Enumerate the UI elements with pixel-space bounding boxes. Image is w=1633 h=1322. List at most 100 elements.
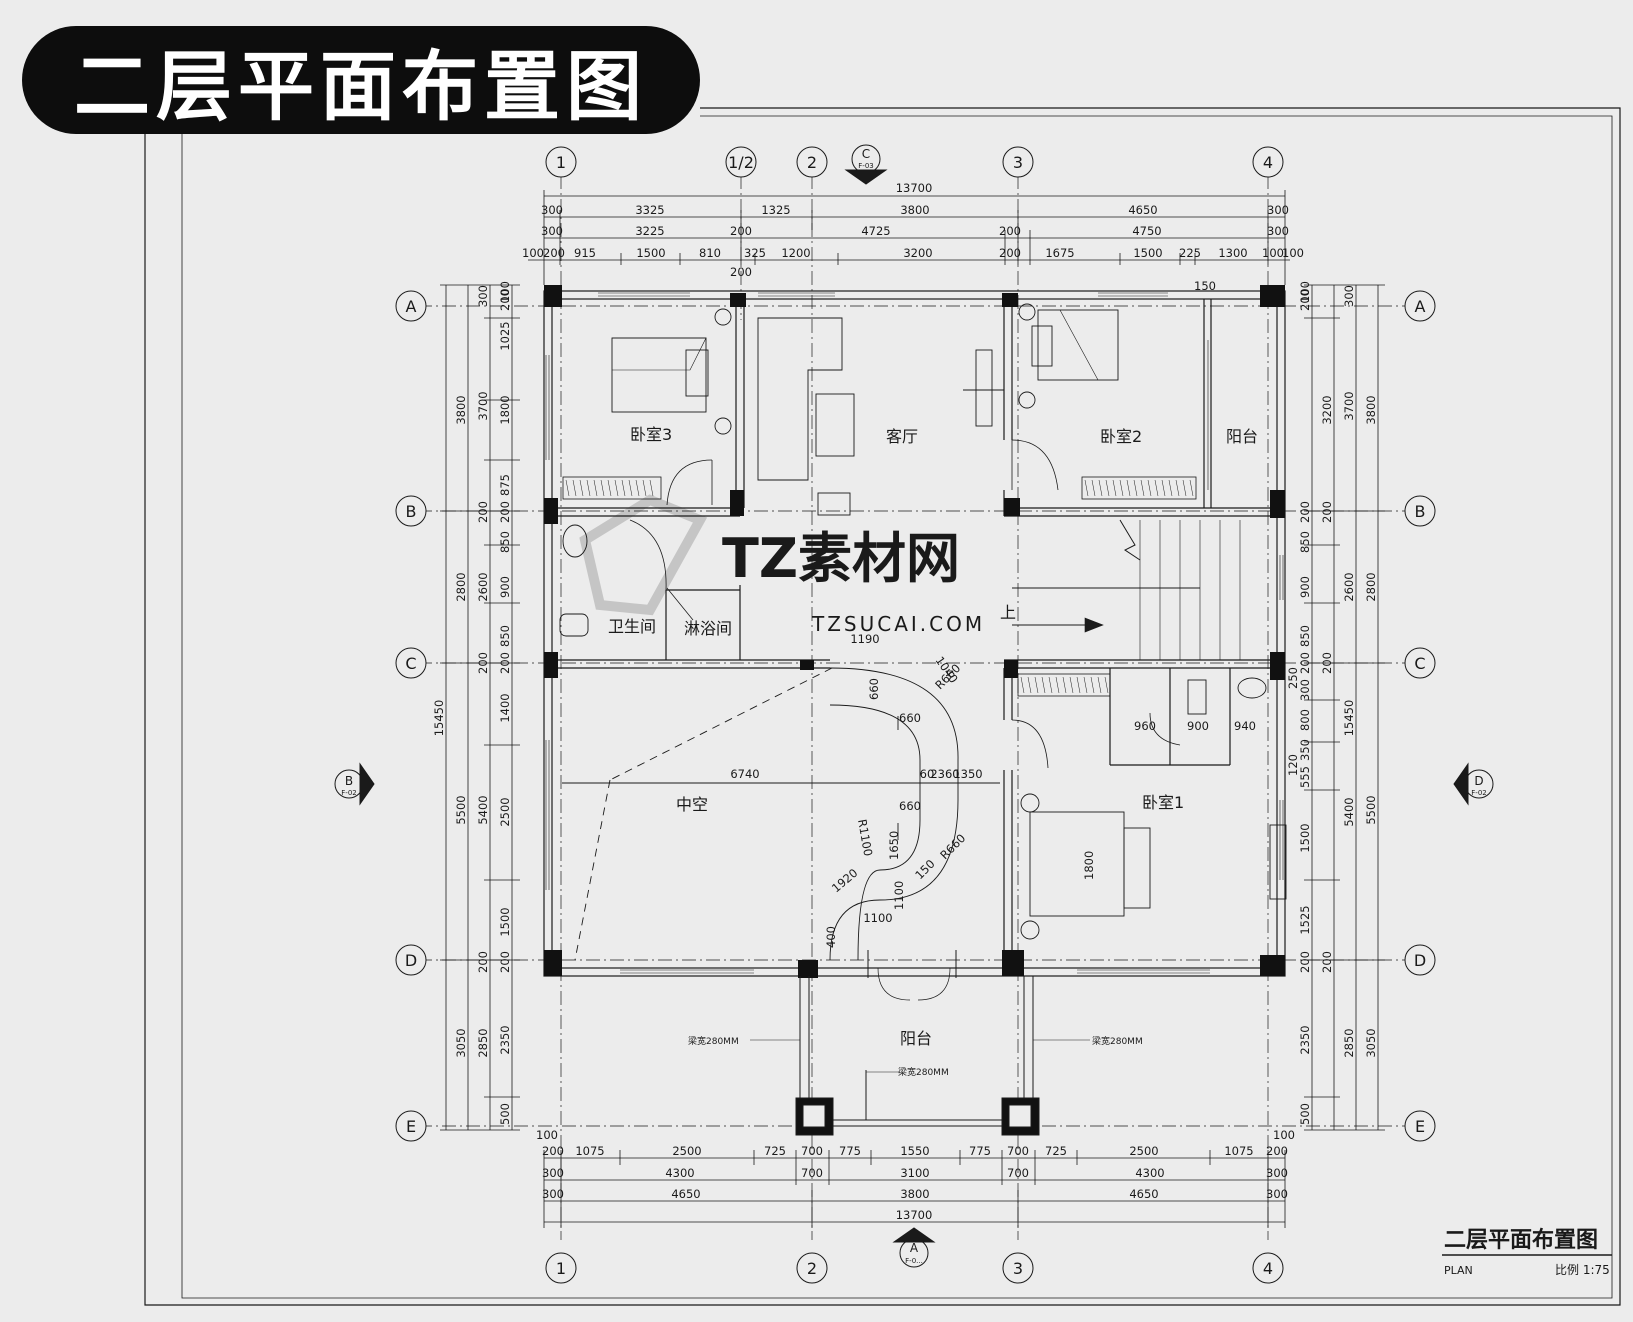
svg-text:200: 200 — [543, 246, 565, 260]
title-banner: 二层平面布置图 — [22, 26, 700, 134]
svg-text:850: 850 — [1298, 531, 1312, 553]
svg-text:3800: 3800 — [1364, 395, 1378, 424]
section-marker-labels: C F-03 A F-0... B F-02 D F-02 — [341, 147, 1486, 1265]
svg-text:F-02: F-02 — [341, 789, 356, 797]
svg-text:1075: 1075 — [575, 1144, 604, 1158]
svg-text:4725: 4725 — [861, 224, 890, 238]
svg-text:940: 940 — [1234, 719, 1256, 733]
svg-text:300: 300 — [541, 224, 563, 238]
svg-text:300: 300 — [542, 1166, 564, 1180]
south-balcony — [795, 950, 1040, 1136]
svg-text:200: 200 — [999, 224, 1021, 238]
svg-text:300: 300 — [1266, 1166, 1288, 1180]
svg-text:1190: 1190 — [850, 632, 879, 646]
columns — [544, 285, 1285, 978]
svg-text:A: A — [910, 1241, 919, 1255]
label-living: 客厅 — [886, 427, 918, 446]
svg-text:325: 325 — [744, 246, 766, 260]
svg-text:100: 100 — [498, 281, 512, 303]
svg-text:D: D — [405, 951, 417, 970]
dim-left-text: 15450 3800 2800 5500 3050 300 3700 200 2… — [432, 281, 512, 1125]
svg-text:225: 225 — [1179, 246, 1201, 260]
svg-text:4: 4 — [1263, 1259, 1273, 1278]
svg-text:300: 300 — [1298, 679, 1312, 701]
svg-text:300: 300 — [542, 1187, 564, 1201]
svg-text:15450: 15450 — [432, 700, 446, 737]
svg-text:3050: 3050 — [454, 1028, 468, 1057]
svg-text:900: 900 — [498, 576, 512, 598]
svg-text:700: 700 — [1007, 1166, 1029, 1180]
svg-text:500: 500 — [498, 1103, 512, 1125]
svg-text:900: 900 — [1298, 576, 1312, 598]
bed-2 — [1037, 309, 1119, 381]
svg-text:660: 660 — [899, 799, 921, 813]
svg-text:150: 150 — [1194, 279, 1216, 293]
svg-text:200: 200 — [1298, 501, 1312, 523]
svg-text:810: 810 — [699, 246, 721, 260]
svg-text:200: 200 — [476, 951, 490, 973]
svg-text:2500: 2500 — [1129, 1144, 1158, 1158]
svg-text:1025: 1025 — [498, 321, 512, 350]
svg-text:6740: 6740 — [730, 767, 759, 781]
svg-text:R1100: R1100 — [855, 818, 875, 857]
svg-text:2600: 2600 — [1342, 572, 1356, 601]
svg-text:150: 150 — [912, 857, 937, 882]
title-block-plan: PLAN — [1444, 1264, 1473, 1277]
svg-text:200: 200 — [498, 289, 512, 311]
svg-text:4750: 4750 — [1132, 224, 1161, 238]
svg-text:800: 800 — [1298, 709, 1312, 731]
svg-text:660: 660 — [867, 678, 881, 700]
svg-text:2600: 2600 — [476, 572, 490, 601]
svg-text:E: E — [1415, 1117, 1425, 1136]
label-balcony-s: 阳台 — [900, 1029, 932, 1048]
svg-text:60: 60 — [920, 767, 935, 781]
svg-text:1800: 1800 — [498, 395, 512, 424]
svg-text:B: B — [406, 502, 417, 521]
svg-text:300: 300 — [541, 203, 563, 217]
svg-text:4650: 4650 — [1128, 203, 1157, 217]
svg-text:300: 300 — [1267, 203, 1289, 217]
svg-text:E: E — [406, 1117, 416, 1136]
svg-text:1920: 1920 — [829, 866, 860, 896]
furniture — [559, 303, 1287, 940]
svg-text:1800: 1800 — [1082, 851, 1096, 880]
svg-text:100: 100 — [522, 246, 544, 260]
svg-text:200: 200 — [498, 501, 512, 523]
svg-text:1: 1 — [556, 153, 566, 172]
dim-right-text: 15450 3800 2800 5500 3050 300 3700 200 2… — [1286, 281, 1378, 1125]
walls — [543, 290, 1286, 977]
bed-1 — [1029, 811, 1125, 917]
dim-bottom-row3: 300 4650 3800 4650 300 — [542, 1187, 1288, 1201]
svg-text:300: 300 — [1266, 1187, 1288, 1201]
svg-text:3: 3 — [1013, 1259, 1023, 1278]
label-void: 中空 — [676, 795, 708, 814]
dim-top-row2: 300 3325 1325 3800 4650 300 — [541, 203, 1289, 217]
beam-notes — [750, 1039, 1090, 1073]
label-bedroom2: 卧室2 — [1100, 427, 1142, 446]
doors — [629, 439, 1181, 769]
svg-text:775: 775 — [969, 1144, 991, 1158]
svg-text:200: 200 — [730, 265, 752, 279]
svg-text:960: 960 — [1134, 719, 1156, 733]
watermark-url: TZSUCAI.COM — [811, 612, 985, 636]
svg-text:2350: 2350 — [498, 1025, 512, 1054]
svg-text:3700: 3700 — [1342, 391, 1356, 420]
svg-text:1500: 1500 — [498, 907, 512, 936]
svg-text:2800: 2800 — [1364, 572, 1378, 601]
svg-text:2500: 2500 — [498, 797, 512, 826]
svg-text:200: 200 — [476, 652, 490, 674]
wardrobes — [562, 476, 1197, 697]
left-dimensions — [440, 284, 520, 1131]
axis-bubbles — [395, 146, 1436, 1284]
svg-text:1: 1 — [556, 1259, 566, 1278]
svg-text:915: 915 — [574, 246, 596, 260]
svg-text:3100: 3100 — [900, 1166, 929, 1180]
svg-text:725: 725 — [1045, 1144, 1067, 1158]
page-title: 二层平面布置图 — [74, 42, 648, 131]
svg-text:2850: 2850 — [1342, 1028, 1356, 1057]
svg-text:4650: 4650 — [1129, 1187, 1158, 1201]
svg-text:200: 200 — [542, 1144, 564, 1158]
svg-text:775: 775 — [839, 1144, 861, 1158]
svg-text:850: 850 — [498, 531, 512, 553]
svg-text:F-0...: F-0... — [905, 1257, 923, 1265]
